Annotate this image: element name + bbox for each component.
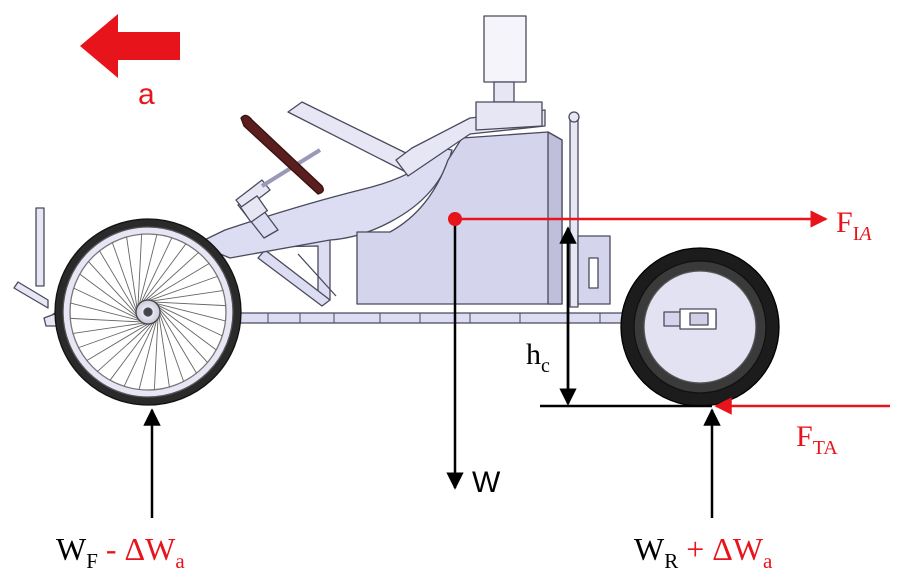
traction-force-label: FTA bbox=[796, 420, 838, 459]
wheel-spoke bbox=[111, 242, 137, 310]
head-rest bbox=[483, 15, 527, 83]
weight-label: W bbox=[472, 466, 501, 499]
wheel-spoke bbox=[109, 322, 153, 381]
wheel-spoke bbox=[126, 236, 138, 308]
cg-height-label: hc bbox=[526, 338, 550, 377]
wheel-spoke bbox=[86, 323, 149, 361]
wheel-spoke bbox=[158, 307, 217, 351]
inertial-force-label: FIA bbox=[836, 206, 872, 245]
acceleration-arrow-icon bbox=[80, 14, 180, 78]
wheel-spoke bbox=[70, 302, 140, 321]
wheel-spoke bbox=[156, 303, 226, 322]
rear-mast bbox=[569, 116, 579, 308]
wheel-spoke bbox=[99, 250, 137, 313]
rear-wheel bbox=[620, 247, 780, 407]
wheel-spoke bbox=[73, 287, 139, 320]
wheel-spoke bbox=[78, 323, 146, 349]
wheel-spoke bbox=[159, 311, 197, 374]
front-load-label: WF - ΔWa bbox=[56, 531, 185, 573]
center-of-gravity-dot bbox=[448, 212, 462, 226]
wheel-spoke bbox=[143, 243, 187, 302]
front-wheel bbox=[54, 218, 242, 406]
wheel-spoke bbox=[147, 263, 210, 301]
wheel-spoke bbox=[140, 237, 173, 303]
wheel-spoke bbox=[72, 322, 144, 334]
steering-wheel bbox=[240, 114, 324, 195]
wheel-spoke bbox=[137, 234, 143, 306]
acceleration-label: a bbox=[138, 78, 155, 111]
wheel-spoke bbox=[139, 234, 158, 304]
wheel-spoke bbox=[159, 314, 185, 382]
wheel-spoke bbox=[97, 323, 151, 372]
rear-load-label: WR + ΔWa bbox=[634, 531, 773, 573]
wheel-spoke bbox=[153, 318, 159, 390]
wheel-spoke bbox=[123, 321, 156, 387]
wheel-spoke bbox=[158, 316, 170, 388]
wheel-spoke bbox=[150, 275, 218, 301]
wheel-spoke bbox=[152, 290, 224, 302]
tricycle-vehicle bbox=[13, 15, 780, 407]
wheel-spoke bbox=[157, 304, 223, 337]
wheel-spoke bbox=[159, 309, 208, 363]
wheel-spoke bbox=[88, 261, 137, 315]
wheel-spoke bbox=[70, 317, 142, 323]
wheel-spoke bbox=[138, 320, 157, 390]
wheel-spoke bbox=[79, 273, 138, 317]
wheel-spoke bbox=[154, 301, 226, 307]
wheel-spoke bbox=[145, 252, 199, 301]
